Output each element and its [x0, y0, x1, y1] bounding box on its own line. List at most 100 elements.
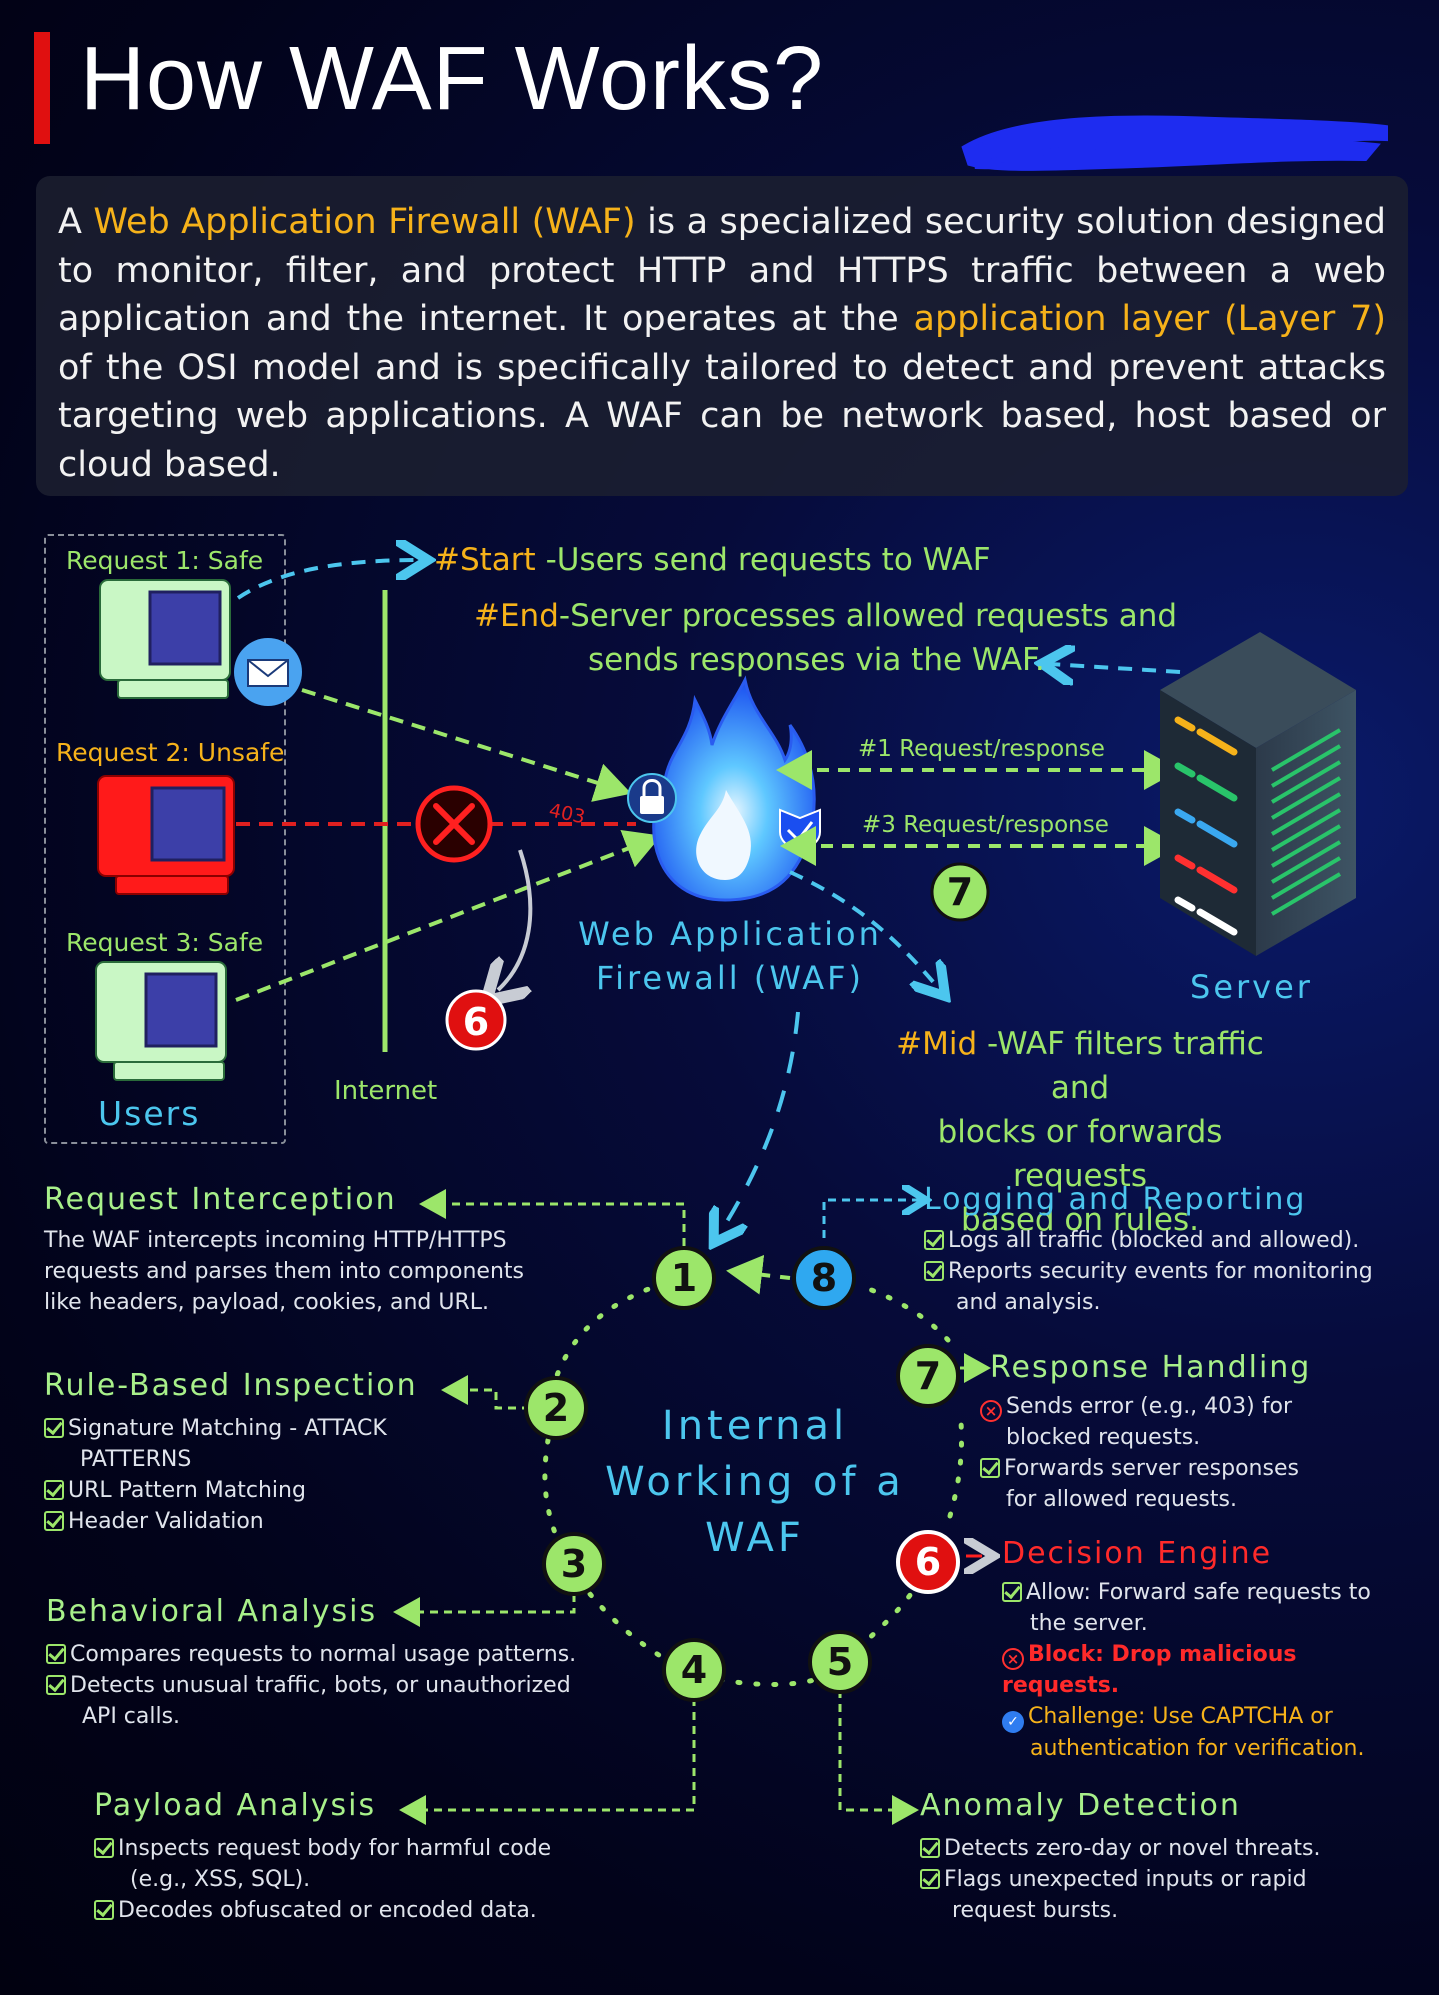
step-7-number: 7: [914, 1354, 942, 1398]
logging-item-2: Reports security events for monitoring: [948, 1259, 1373, 1284]
checkbox-icon: [920, 1869, 940, 1889]
response-item-2: Forwards server responses: [1004, 1456, 1299, 1481]
waf-to-step1-arrow: [718, 1011, 800, 1236]
section-rule-based-inspection: Rule-Based Inspection Signature Matching…: [44, 1368, 464, 1537]
request-interception-title: Request Interception: [44, 1182, 397, 1217]
step-8-number: 8: [810, 1256, 838, 1300]
checkbox-icon: [1002, 1582, 1022, 1602]
checkbox-icon: [44, 1511, 64, 1531]
checkbox-icon: [924, 1230, 944, 1250]
center-title-line2: Working of a: [605, 1459, 905, 1505]
end-text-1: -Server processes allowed requests and: [558, 598, 1178, 634]
center-title-line3: WAF: [705, 1515, 805, 1561]
payload-item-1: Inspects request body for harmful code: [118, 1836, 552, 1861]
diagram-badge-6: [445, 989, 507, 1051]
checkbox-icon: [44, 1480, 64, 1500]
logging-item-1: Logs all traffic (blocked and allowed).: [948, 1228, 1360, 1253]
section-payload-analysis: Payload Analysis Inspects request body f…: [94, 1788, 614, 1926]
decision-item-block: Block: Drop malicious requests.: [1002, 1642, 1297, 1698]
step-badge-8: [792, 1246, 856, 1310]
blue-check-icon: ✓: [1002, 1711, 1024, 1733]
lock-icon: [627, 773, 677, 823]
step-1-number: 1: [670, 1256, 698, 1300]
checkbox-icon: [924, 1261, 944, 1281]
connector-step1: [419, 1189, 686, 1246]
intro-text-2: is a specialized security solution desig…: [58, 202, 1386, 339]
checkbox-icon: [920, 1838, 940, 1858]
intro-highlight-layer7: application layer (Layer 7): [913, 299, 1386, 339]
users-label: Users: [98, 1094, 201, 1133]
x-circle-icon: ×: [1002, 1648, 1024, 1670]
decision-engine-title: Decision Engine: [1002, 1536, 1273, 1571]
step-4-number: 4: [680, 1648, 708, 1692]
response-item-1-cont: blocked requests.: [1006, 1425, 1201, 1450]
page-title: How WAF Works?: [80, 29, 825, 129]
start-note: #Start -Users send requests to WAF: [434, 542, 991, 578]
mid-text-1: -WAF filters traffic and: [977, 1026, 1264, 1106]
computer-icon-3: [95, 961, 227, 1081]
step-3-number: 3: [560, 1542, 588, 1586]
intro-text-1: A: [58, 202, 94, 242]
diagram-badge-7-number: 7: [946, 870, 974, 914]
request-1-label: Request 1: Safe: [66, 546, 264, 575]
decision-item-challenge-cont: authentication for verification.: [1030, 1736, 1365, 1761]
checkbox-icon: [94, 1900, 114, 1920]
users-group: [44, 534, 286, 1144]
step-badge-3: [542, 1532, 606, 1596]
checkbox-icon: [46, 1675, 66, 1695]
payload-item-2: Decodes obfuscated or encoded data.: [118, 1898, 537, 1923]
rr3-label: #3 Request/response: [862, 812, 1109, 838]
section-decision-engine: Decision Engine Allow: Forward safe requ…: [1002, 1536, 1412, 1764]
section-request-interception: Request Interception The WAF intercepts …: [44, 1182, 564, 1318]
payload-analysis-title: Payload Analysis: [94, 1788, 377, 1823]
decision-item-allow-cont: the server.: [1030, 1611, 1148, 1636]
mid-text-2: blocks or forwards requests: [937, 1114, 1223, 1194]
request-3-label: Request 3: Safe: [66, 928, 264, 957]
payload-item-1-cont: (e.g., XSS, SQL).: [130, 1867, 311, 1892]
intro-panel: A Web Application Firewall (WAF) is a sp…: [36, 176, 1408, 496]
end-arrow: [1050, 664, 1181, 672]
logging-item-2-cont: and analysis.: [956, 1290, 1101, 1315]
connector-step2: [441, 1375, 530, 1410]
checkbox-icon: [94, 1838, 114, 1858]
envelope-icon: [234, 638, 302, 706]
section-anomaly-detection: Anomaly Detection Detects zero-day or no…: [920, 1788, 1380, 1926]
checkbox-icon: [44, 1418, 64, 1438]
behavioral-item-2: Detects unusual traffic, bots, or unauth…: [70, 1673, 571, 1698]
anomaly-detection-title: Anomaly Detection: [920, 1788, 1241, 1823]
request-1-path: [301, 688, 632, 802]
behavioral-item-2-cont: API calls.: [82, 1704, 181, 1729]
end-text-2: sends responses via the WAF.: [588, 642, 1045, 678]
connector-step4: [399, 1698, 696, 1825]
decision-item-allow: Allow: Forward safe requests to: [1026, 1580, 1371, 1605]
firewall-flame-icon: [652, 675, 816, 902]
request-interception-body: The WAF intercepts incoming HTTP/HTTPS r…: [44, 1228, 524, 1315]
connector-step3: [393, 1580, 576, 1627]
intro-highlight-waf: Web Application Firewall (WAF): [93, 202, 636, 242]
diagram-badge-7: [930, 862, 990, 922]
x-circle-icon: ×: [980, 1400, 1002, 1422]
mid-tag: #Mid: [896, 1026, 978, 1062]
start-text: -Users send requests to WAF: [535, 542, 991, 578]
code-403: 403: [547, 799, 587, 828]
rule-item-1: Signature Matching - ATTACK: [68, 1416, 387, 1441]
step-badge-7: [896, 1344, 960, 1408]
section-logging-reporting: Logging and Reporting Logs all traffic (…: [924, 1182, 1404, 1318]
server-label: Server: [1190, 968, 1313, 1006]
request-3-path: [235, 829, 662, 1002]
response-handling-title: Response Handling: [990, 1350, 1312, 1385]
connector-step8: [822, 1200, 920, 1238]
waf-label: Web Application Firewall (WAF): [540, 912, 920, 1000]
anomaly-item-2-cont: request bursts.: [952, 1898, 1119, 1923]
response-item-2-cont: for allowed requests.: [1006, 1487, 1237, 1512]
intro-text-3: of the OSI model and is specifically tai…: [58, 347, 1386, 485]
rule-based-inspection-title: Rule-Based Inspection: [44, 1368, 418, 1403]
internal-working-title: Internal Working of a WAF: [580, 1398, 930, 1566]
section-behavioral-analysis: Behavioral Analysis Compares requests to…: [46, 1594, 626, 1732]
blocked-x-icon: [415, 785, 493, 863]
mid-note: #Mid -WAF filters traffic and blocks or …: [870, 1022, 1290, 1242]
server-rack-icon: [1160, 632, 1356, 956]
start-tag: #Start: [434, 542, 536, 578]
computer-icon-1: [99, 579, 231, 699]
decision-item-challenge: Challenge: Use CAPTCHA or: [1028, 1704, 1333, 1729]
